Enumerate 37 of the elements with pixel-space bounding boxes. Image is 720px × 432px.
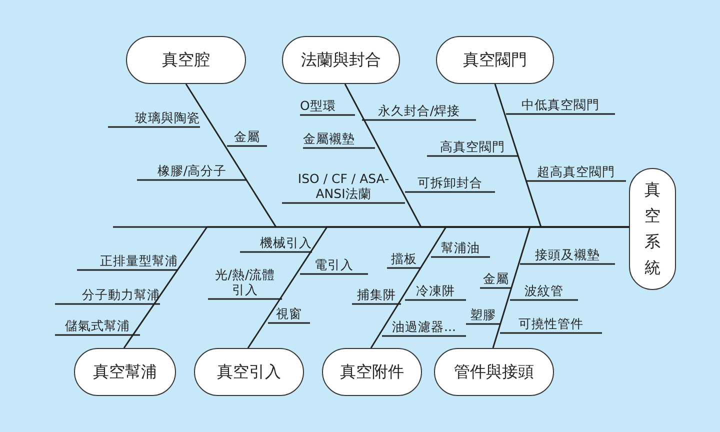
- cause-label: 金屬襯墊: [303, 131, 356, 146]
- cause-label: 中低真空閥門: [520, 97, 600, 112]
- category-box: 真空幫浦: [74, 348, 176, 396]
- category-box: 管件與接頭: [434, 348, 554, 396]
- cause-label: 橡膠/高分子: [156, 163, 228, 178]
- cause-label: 波紋管: [524, 283, 564, 298]
- cause-label: 捕集阱: [356, 287, 397, 302]
- cause-label: 可拆卸封合: [416, 175, 484, 190]
- cause-label: 正排量型幫浦: [99, 253, 178, 268]
- category-box: 真空腔: [126, 36, 246, 84]
- cause-label: 可撓性管件: [518, 316, 584, 331]
- cause-label: 塑膠: [469, 307, 497, 322]
- cause-label: 接頭及襯墊: [534, 247, 601, 262]
- cause-label: O型環: [300, 98, 337, 113]
- cause-label: 高真空閥門: [439, 139, 506, 154]
- cause-label: 玻璃與陶瓷: [134, 110, 200, 125]
- cause-label: 油過濾器...: [391, 319, 457, 334]
- cause-label: 視窗: [275, 306, 303, 321]
- cause-label: 電引入: [314, 257, 354, 272]
- cause-label: 永久封合/焊接: [376, 103, 462, 118]
- cause-label: 冷凍阱: [415, 283, 456, 298]
- head-box: 真空系統: [629, 168, 676, 290]
- cause-label: 分子動力幫浦: [81, 287, 160, 302]
- bone-line: [492, 226, 629, 348]
- cause-label: 金屬: [233, 129, 261, 144]
- cause-label: 超高真空閥門: [536, 164, 616, 179]
- cause-label: ISO / CF / ASA-ANSI法蘭: [296, 171, 390, 201]
- cause-label: 擋板: [390, 251, 418, 266]
- category-box: 法蘭與封合: [282, 36, 400, 84]
- cause-label: 金屬: [482, 271, 510, 286]
- cause-label: 光/熱/流體引入: [214, 267, 276, 297]
- cause-label: 幫浦油: [440, 240, 481, 255]
- category-box: 真空附件: [322, 348, 422, 396]
- cause-label: 儲氣式幫浦: [64, 318, 131, 333]
- category-box: 真空閥門: [436, 36, 554, 84]
- category-box: 真空引入: [194, 348, 304, 396]
- cause-label: 機械引入: [259, 235, 312, 250]
